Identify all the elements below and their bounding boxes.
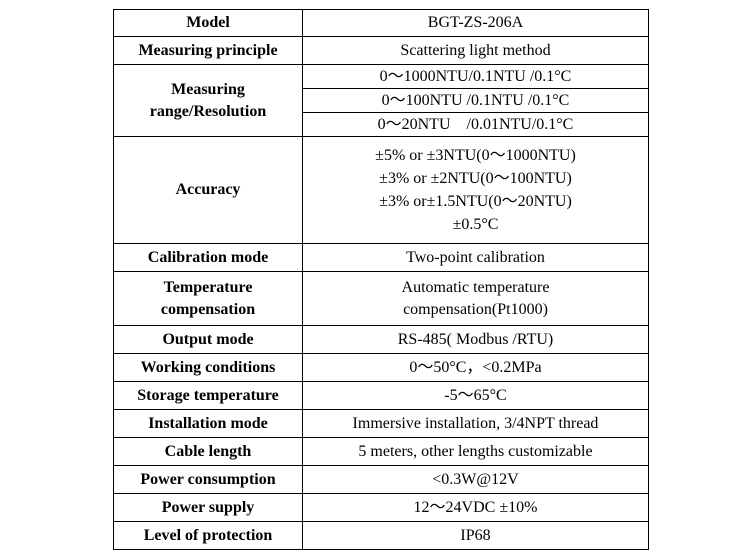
value-temp-comp-line2: compensation(Pt1000) xyxy=(403,300,548,318)
value-temp-comp-line1: Automatic temperature xyxy=(401,278,550,296)
label-temp-comp: Temperature compensation xyxy=(113,271,303,326)
label-range: Measuring range/Resolution xyxy=(113,64,303,137)
value-calibration: Two-point calibration xyxy=(302,243,649,272)
label-working: Working conditions xyxy=(113,353,303,382)
value-cable: 5 meters, other lengths customizable xyxy=(302,437,649,466)
table-row-range-2: 0～100NTU /0.1NTU /0.1°C xyxy=(114,88,649,113)
label-range-line1: Measuring xyxy=(171,80,245,98)
table-row-power-consumption: Power consumption <0.3W@12V xyxy=(113,465,649,494)
value-installation: Immersive installation, 3/4NPT thread xyxy=(302,409,649,438)
value-accuracy: ±5% or ±3NTU(0～1000NTU) ±3% or ±2NTU(0～1… xyxy=(302,136,649,244)
label-principle: Measuring principle xyxy=(113,36,303,65)
label-storage: Storage temperature xyxy=(113,381,303,410)
value-storage: -5～65°C xyxy=(302,381,649,410)
label-output: Output mode xyxy=(113,325,303,354)
table-row-range-3: 0～20NTU /0.01NTU/0.1°C xyxy=(114,112,649,137)
table-row-installation: Installation mode Immersive installation… xyxy=(113,409,649,438)
table-row-protection: Level of protection IP68 xyxy=(113,521,649,550)
value-accuracy-line3: ±3% or±1.5NTU(0～20NTU) xyxy=(379,193,572,210)
value-range-2: 0～100NTU /0.1NTU /0.1°C xyxy=(302,88,649,113)
table-row-cable: Cable length 5 meters, other lengths cus… xyxy=(113,437,649,466)
table-row-accuracy: Accuracy ±5% or ±3NTU(0～1000NTU) ±3% or … xyxy=(113,136,649,244)
label-accuracy: Accuracy xyxy=(113,136,303,244)
value-power-supply: 12～24VDC ±10% xyxy=(302,493,649,522)
value-protection: IP68 xyxy=(302,521,649,550)
value-accuracy-line1: ±5% or ±3NTU(0～1000NTU) xyxy=(375,147,576,164)
table-row-range-1: Measuring range/Resolution 0～1000NTU/0.1… xyxy=(113,64,649,137)
label-cable: Cable length xyxy=(113,437,303,466)
label-protection: Level of protection xyxy=(113,521,303,550)
label-calibration: Calibration mode xyxy=(113,243,303,272)
table-row-storage: Storage temperature -5～65°C xyxy=(113,381,649,410)
table-row-output: Output mode RS-485( Modbus /RTU) xyxy=(113,325,649,354)
label-model: Model xyxy=(113,9,303,37)
value-principle: Scattering light method xyxy=(302,36,649,65)
table-row-power-supply: Power supply 12～24VDC ±10% xyxy=(113,493,649,522)
value-working: 0～50°C，<0.2MPa xyxy=(302,353,649,382)
spec-table: Model BGT-ZS-206A Measuring principle Sc… xyxy=(113,9,649,550)
value-accuracy-line2: ±3% or ±2NTU(0～100NTU) xyxy=(379,170,572,187)
value-power-consumption: <0.3W@12V xyxy=(302,465,649,494)
label-power-consumption: Power consumption xyxy=(113,465,303,494)
value-range-1: 0～1000NTU/0.1NTU /0.1°C xyxy=(302,64,649,89)
value-range-3: 0～20NTU /0.01NTU/0.1°C xyxy=(302,112,649,137)
value-accuracy-line4: ±0.5°C xyxy=(452,216,499,233)
table-row-principle: Measuring principle Scattering light met… xyxy=(113,36,649,65)
label-installation: Installation mode xyxy=(113,409,303,438)
label-power-supply: Power supply xyxy=(113,493,303,522)
table-row-calibration: Calibration mode Two-point calibration xyxy=(113,243,649,272)
value-output: RS-485( Modbus /RTU) xyxy=(302,325,649,354)
label-range-line2: range/Resolution xyxy=(149,102,267,120)
table-row-temp-comp: Temperature compensation Automatic tempe… xyxy=(113,271,649,326)
label-temp-comp-line2: compensation xyxy=(160,300,256,318)
value-temp-comp: Automatic temperature compensation(Pt100… xyxy=(302,271,649,326)
label-temp-comp-line1: Temperature xyxy=(163,278,253,296)
table-row-working: Working conditions 0～50°C，<0.2MPa xyxy=(113,353,649,382)
table-row-model: Model BGT-ZS-206A xyxy=(113,9,649,37)
value-model: BGT-ZS-206A xyxy=(302,9,649,37)
